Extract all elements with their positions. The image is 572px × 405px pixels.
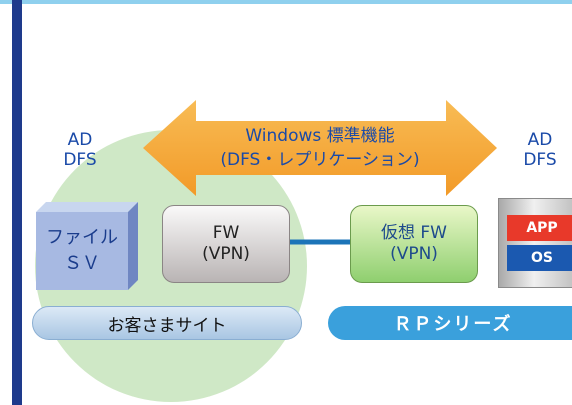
left-dfs-text: DFS <box>63 150 97 170</box>
left-border <box>12 0 22 405</box>
app-badge: APP <box>507 215 572 241</box>
fw-box-line1: FW <box>212 223 240 243</box>
right-ad-text: AD <box>527 130 553 150</box>
virtual-fw-box: 仮想 FW (VPN) <box>350 205 478 283</box>
fw-box-line2: (VPN) <box>202 244 250 264</box>
file-server-line2: ＳＶ <box>64 253 100 274</box>
top-border <box>0 0 572 4</box>
virtual-fw-line2: (VPN) <box>390 244 438 264</box>
arrow-label-line2: (DFS・レプリケーション) <box>220 150 420 170</box>
left-ad-dfs-label: AD DFS <box>52 130 108 170</box>
fw-box: FW (VPN) <box>162 205 290 283</box>
customer-site-pill: お客さまサイト <box>32 306 302 340</box>
right-ad-dfs-label: AD DFS <box>512 130 568 170</box>
arrow-label: Windows 標準機能 (DFS・レプリケーション) <box>208 126 432 170</box>
virtual-fw-line1: 仮想 FW <box>381 223 447 243</box>
left-ad-text: AD <box>67 130 93 150</box>
double-arrow-shape <box>143 100 497 196</box>
right-dfs-text: DFS <box>523 150 557 170</box>
file-server-line1: ファイル <box>46 227 118 248</box>
rp-series-pill: ＲＰシリーズ <box>328 306 572 340</box>
file-server-icon <box>36 202 138 290</box>
file-server-label: ファイル ＳＶ <box>36 212 128 290</box>
os-badge: OS <box>507 245 572 271</box>
server-icon: APP OS <box>498 198 572 288</box>
arrow-label-line1: Windows 標準機能 <box>245 126 395 146</box>
